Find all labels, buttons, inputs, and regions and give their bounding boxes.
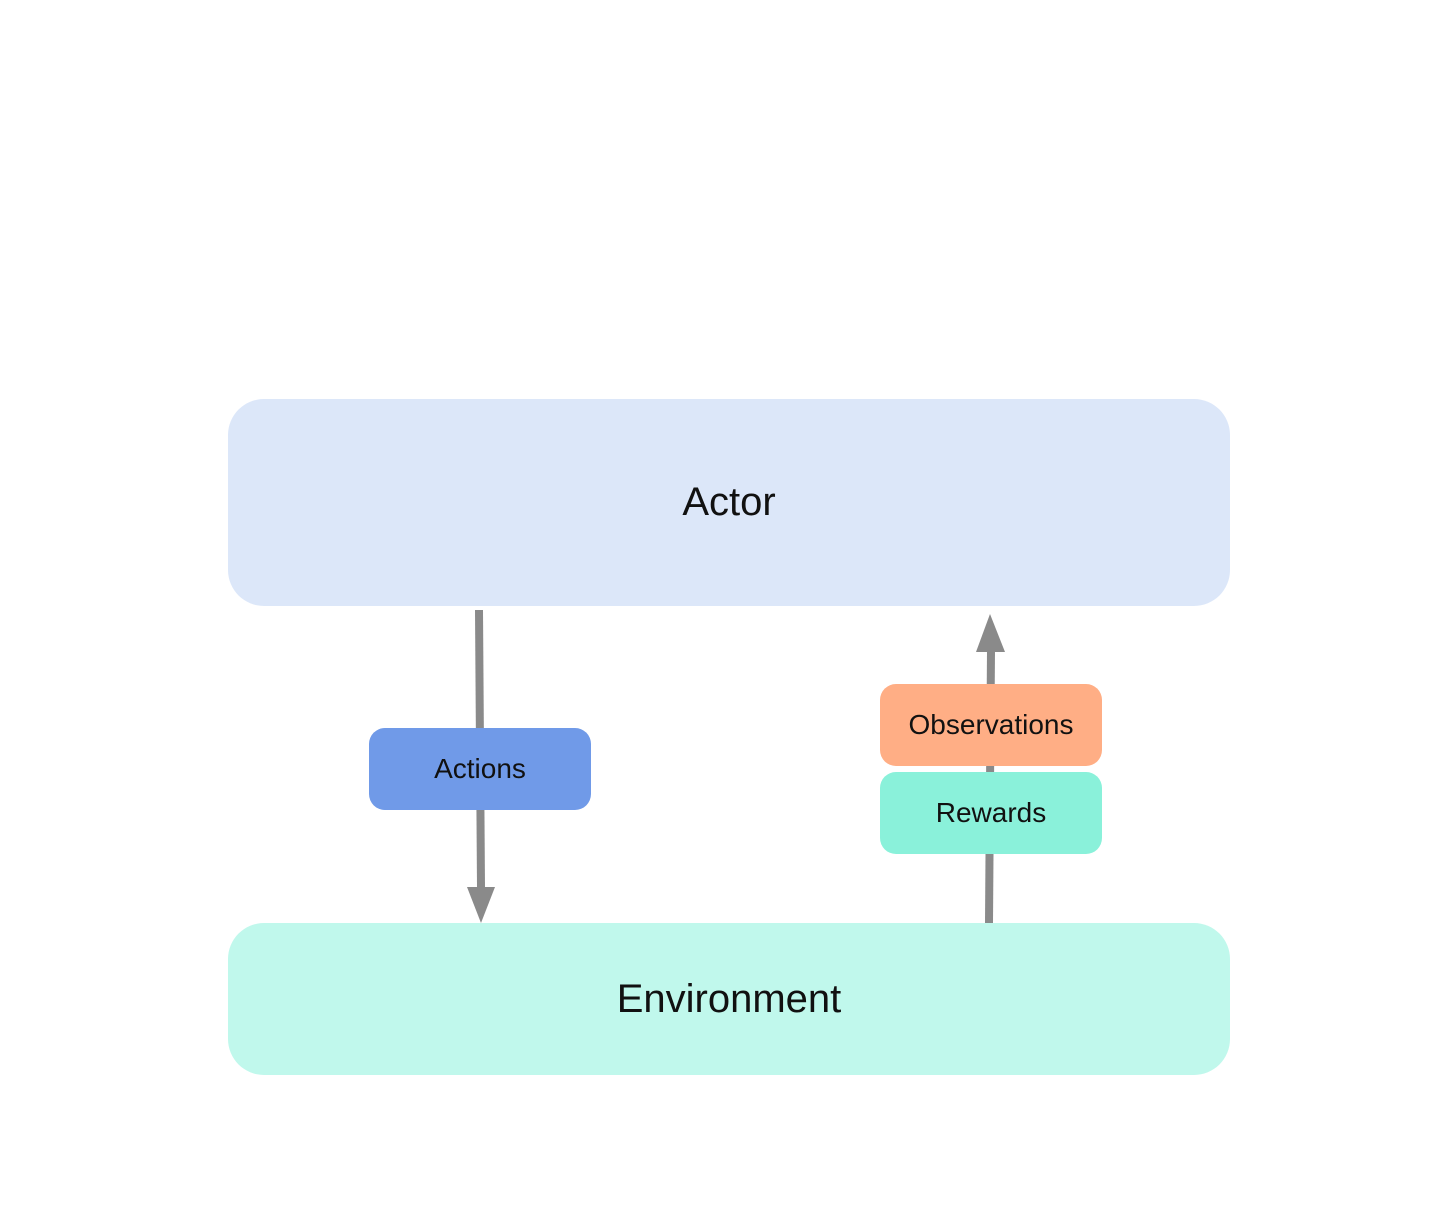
environment-node: Environment: [228, 923, 1230, 1075]
observations-label: Observations: [908, 709, 1074, 740]
environment-label: Environment: [616, 976, 842, 1021]
observations-rewards-arrow: [976, 614, 1005, 924]
actor-label: Actor: [682, 480, 776, 524]
rewards-node: Rewards: [880, 772, 1102, 854]
actor-node: Actor: [228, 399, 1230, 606]
actions-label: Actions: [434, 753, 526, 784]
observations-node: Observations: [880, 684, 1102, 766]
rewards-label: Rewards: [935, 797, 1047, 828]
actions-node: Actions: [369, 728, 591, 810]
